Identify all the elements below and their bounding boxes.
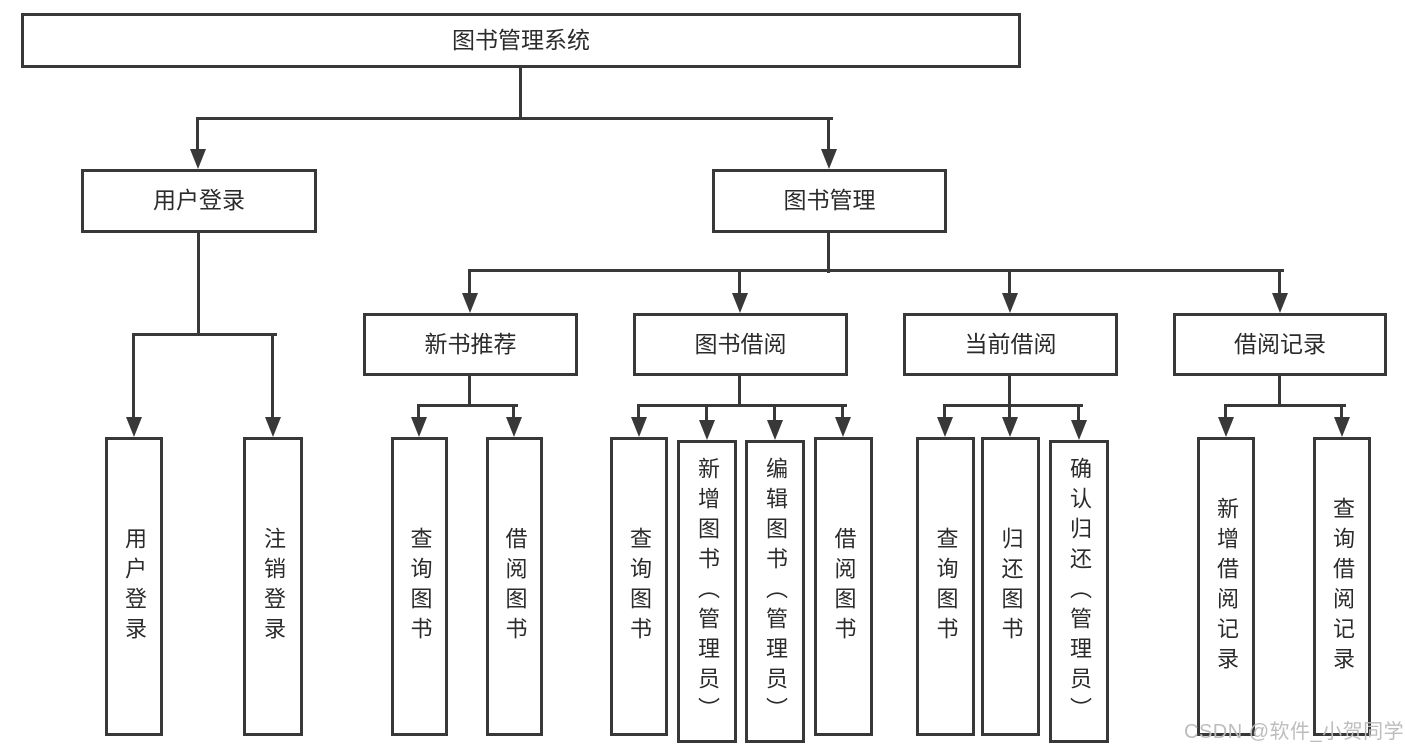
leaf-borrow-books: 借阅图书 (814, 437, 873, 736)
connector-arrow-shaft (637, 404, 640, 421)
arrow-down-icon (1334, 417, 1350, 437)
connector-userlogin-stub (197, 233, 200, 335)
node-label: 借阅记录 (1234, 330, 1326, 357)
connector-recommend-stub (468, 376, 471, 406)
connector-borrow-rail (637, 404, 847, 407)
arrow-down-icon (265, 417, 281, 437)
arrow-down-icon (411, 417, 427, 437)
connector-arrow-shaft (1008, 404, 1011, 421)
connector-borrow-stub (738, 376, 741, 406)
leaf-query-books-recommend: 查询图书 (391, 437, 448, 736)
arrow-down-icon (732, 293, 748, 313)
connector-bookmgmt-rail (468, 269, 1284, 272)
node-label: 图书管理 (783, 187, 876, 214)
leaf-confirm-return-admin: 确认归还（管理员） (1049, 440, 1109, 743)
leaf-query-books-borrow: 查询图书 (610, 437, 668, 736)
leaf-label: 借阅图书 (831, 526, 857, 647)
connector-bookmgmt-stub (827, 233, 830, 273)
connector-arrow-shaft (1224, 404, 1227, 421)
arrow-down-icon (1272, 293, 1288, 313)
connector-root-stub (519, 68, 522, 119)
connector-arrow-shaft (468, 269, 471, 297)
leaf-user-login: 用户登录 (105, 437, 163, 736)
arrow-down-icon (1071, 420, 1087, 440)
node-label: 图书借阅 (694, 330, 787, 357)
arrow-down-icon (767, 420, 783, 440)
connector-arrow-shaft (827, 117, 830, 153)
csdn-watermark: CSDN @软件_小贺同学 (1184, 721, 1405, 743)
leaf-label: 新增图书（管理员） (695, 456, 720, 727)
leaf-label: 注销登录 (261, 526, 286, 647)
connector-arrow-shaft (738, 269, 741, 297)
leaf-label: 借阅图书 (502, 526, 528, 647)
node-root-system: 图书管理系统 (21, 13, 1021, 68)
leaf-label: 归还图书 (998, 526, 1024, 647)
arrow-down-icon (835, 417, 851, 437)
node-book-management: 图书管理 (712, 169, 947, 233)
leaf-add-borrow-record: 新增借阅记录 (1197, 437, 1255, 736)
connector-arrow-shaft (417, 404, 420, 421)
leaf-label: 查询图书 (407, 526, 433, 647)
leaf-label: 用户登录 (122, 526, 147, 647)
arrow-down-icon (821, 149, 837, 169)
node-label: 当前借阅 (964, 330, 1057, 357)
node-user-login: 用户登录 (81, 169, 317, 233)
leaf-label: 查询借阅记录 (1330, 496, 1355, 677)
node-current-borrow: 当前借阅 (903, 313, 1118, 376)
arrow-down-icon (699, 420, 715, 440)
connector-arrow-shaft (1077, 404, 1080, 424)
connector-arrow-shaft (512, 404, 515, 421)
arrow-down-icon (937, 417, 953, 437)
leaf-label: 新增借阅记录 (1214, 496, 1239, 677)
connector-arrow-shaft (841, 404, 844, 421)
connector-arrow-shaft (1008, 269, 1011, 297)
leaf-label: 编辑图书（管理员） (763, 456, 788, 727)
leaf-edit-books-admin: 编辑图书（管理员） (745, 440, 805, 743)
connector-arrow-shaft (132, 333, 135, 421)
node-borrow-records: 借阅记录 (1173, 313, 1387, 376)
node-label: 新书推荐 (424, 330, 517, 357)
leaf-query-books-current: 查询图书 (916, 437, 975, 736)
leaf-label: 查询图书 (933, 526, 959, 647)
connector-arrow-shaft (271, 333, 274, 421)
connector-records-rail (1224, 404, 1346, 407)
node-book-borrow: 图书借阅 (633, 313, 848, 376)
connector-records-stub (1278, 376, 1281, 406)
connector-arrow-shaft (1340, 404, 1343, 421)
arrow-down-icon (462, 293, 478, 313)
connector-current-stub (1008, 376, 1011, 406)
connector-root-rail (196, 117, 833, 120)
connector-current-rail (943, 404, 1083, 407)
node-label: 用户登录 (153, 187, 245, 214)
leaf-label: 确认归还（管理员） (1067, 456, 1092, 727)
arrow-down-icon (126, 417, 142, 437)
arrow-down-icon (631, 417, 647, 437)
connector-arrow-shaft (1278, 269, 1281, 297)
arrow-down-icon (1002, 417, 1018, 437)
arrow-down-icon (190, 149, 206, 169)
connector-arrow-shaft (943, 404, 946, 421)
arrow-down-icon (1002, 293, 1018, 313)
leaf-label: 查询图书 (627, 526, 652, 647)
arrow-down-icon (1218, 417, 1234, 437)
leaf-logout: 注销登录 (243, 437, 303, 736)
arrow-down-icon (506, 417, 522, 437)
connector-arrow-shaft (705, 404, 708, 424)
node-root-label: 图书管理系统 (452, 26, 590, 53)
leaf-return-books: 归还图书 (981, 437, 1040, 736)
leaf-query-borrow-record: 查询借阅记录 (1313, 437, 1371, 736)
connector-arrow-shaft (773, 404, 776, 424)
node-new-book-recommend: 新书推荐 (363, 313, 578, 376)
leaf-add-books-admin: 新增图书（管理员） (677, 440, 737, 743)
connector-arrow-shaft (196, 117, 199, 153)
connector-userlogin-rail (132, 333, 277, 336)
connector-recommend-rail (417, 404, 518, 407)
leaf-borrow-books-recommend: 借阅图书 (486, 437, 543, 736)
